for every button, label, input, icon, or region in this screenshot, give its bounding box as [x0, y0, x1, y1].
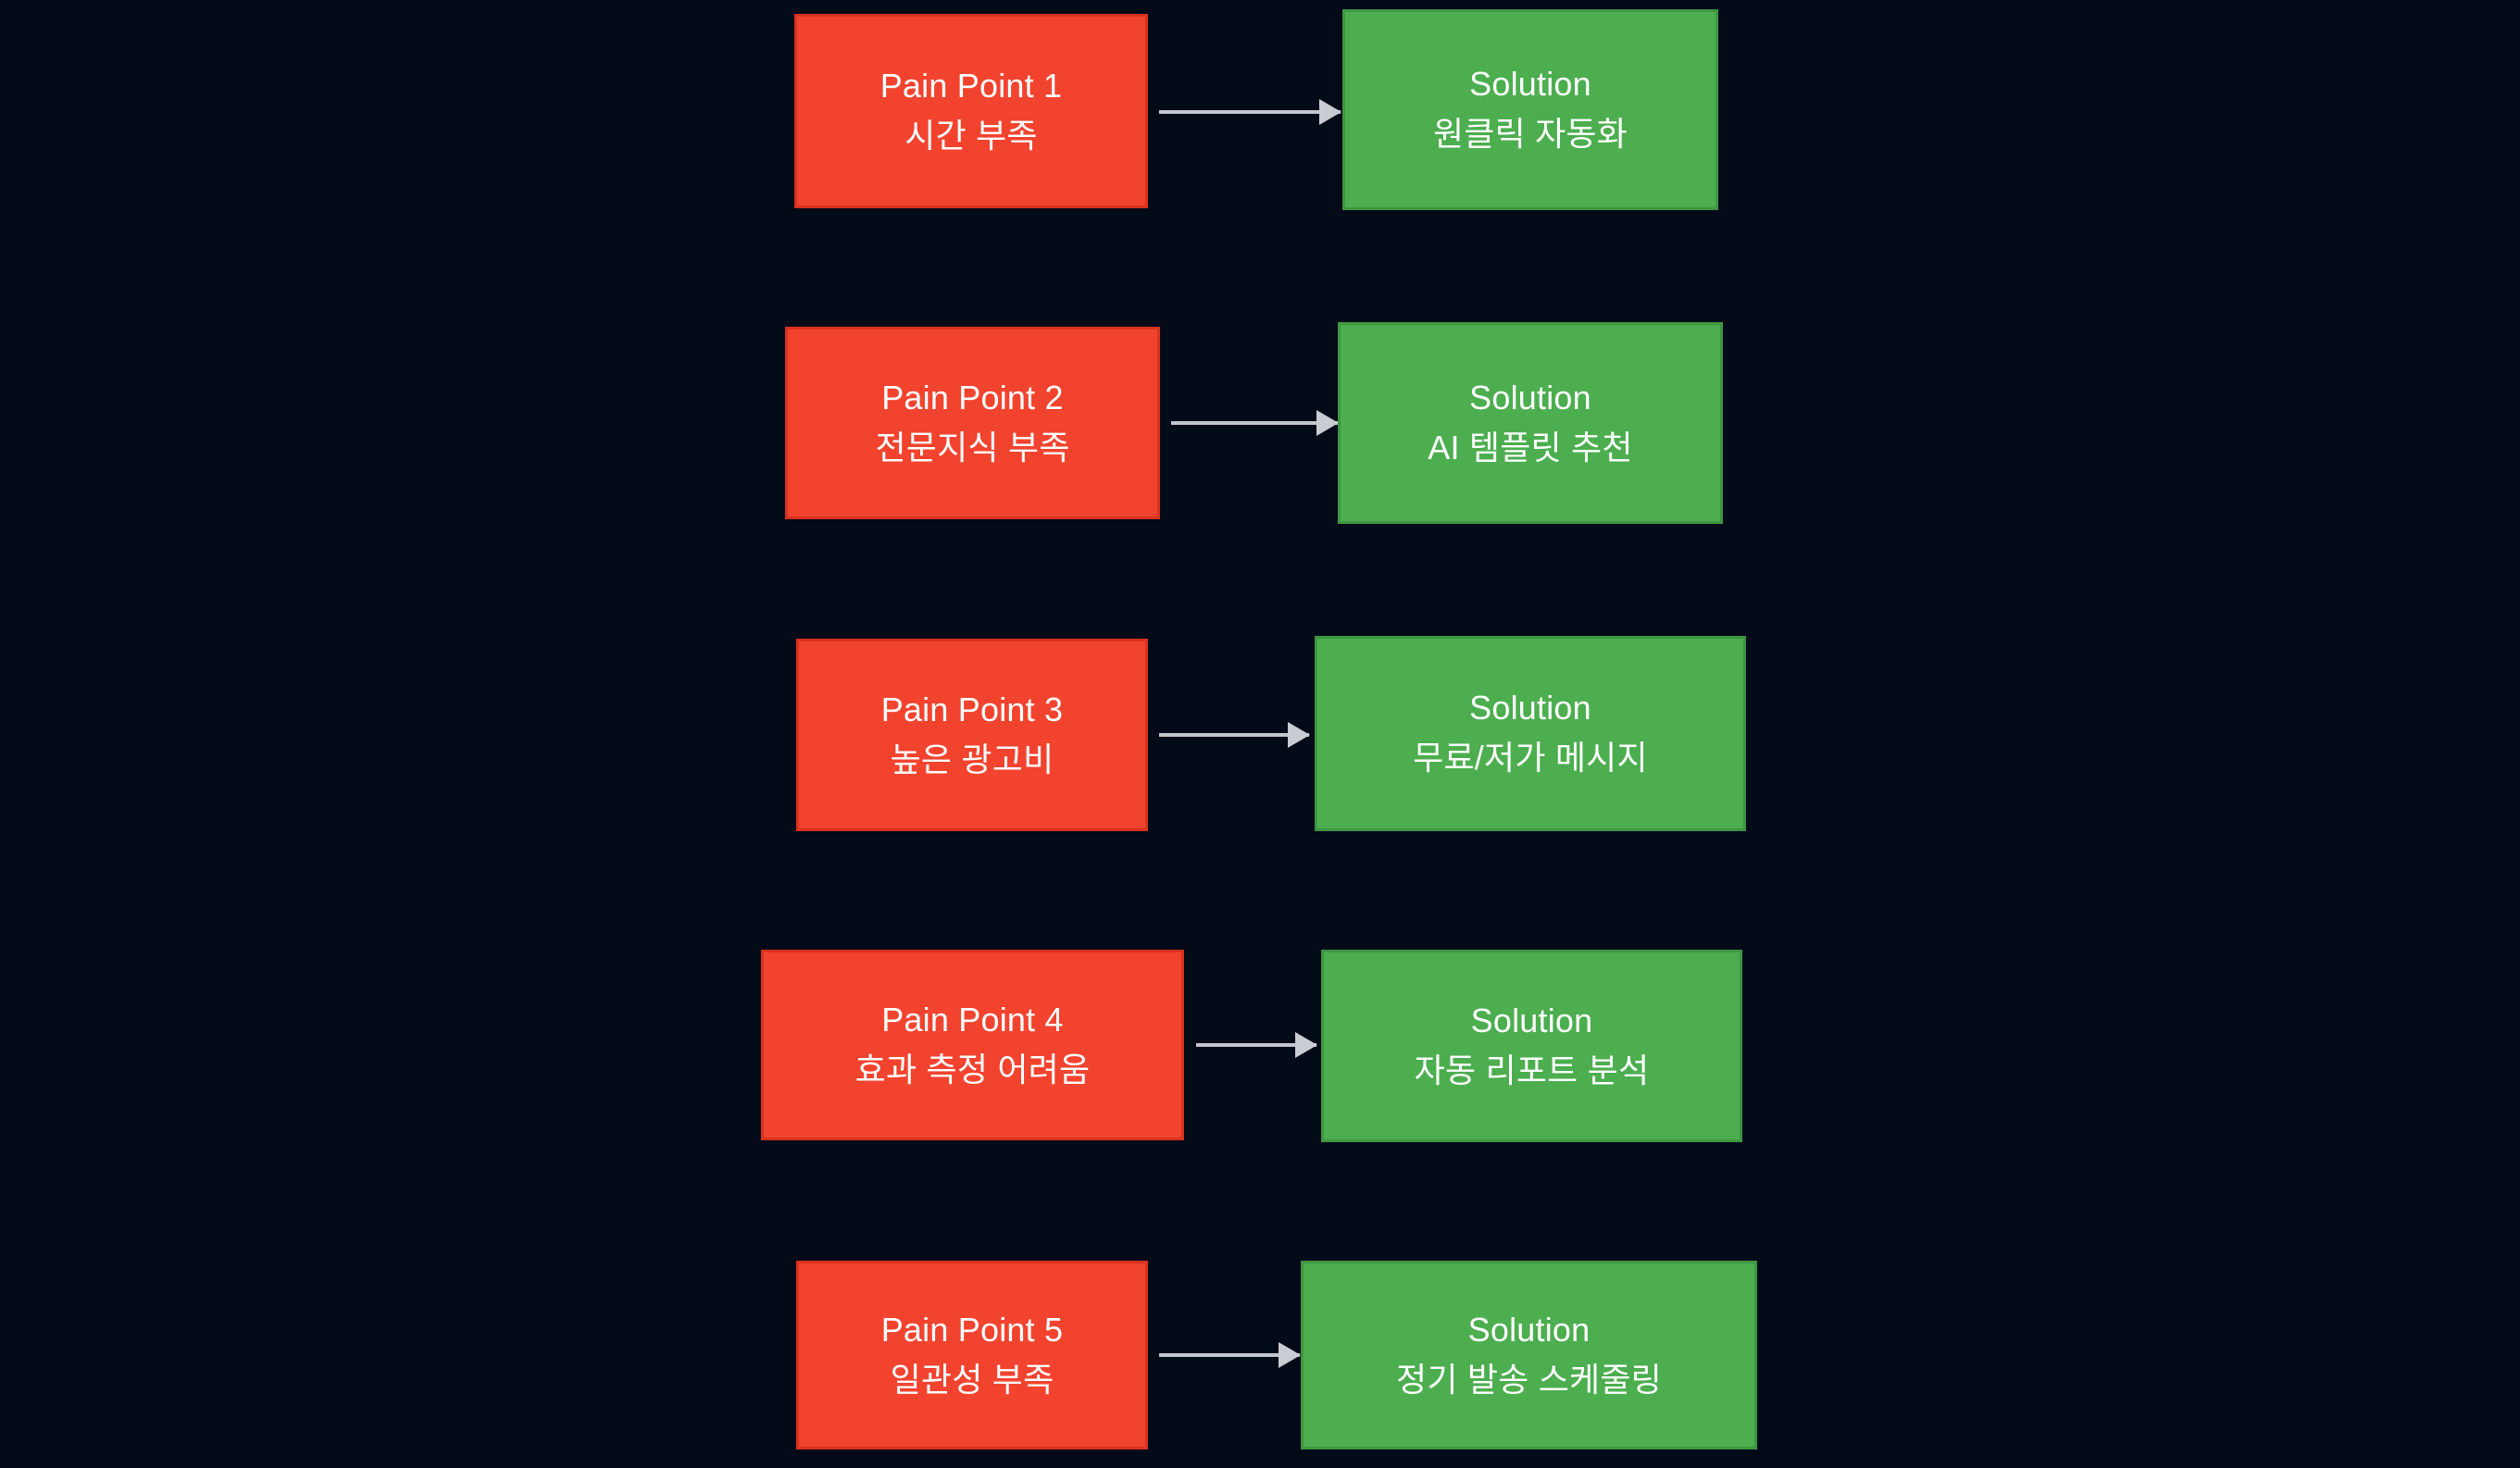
- flow-arrow-2: [1171, 410, 1339, 436]
- solution-subtitle: 정기 발송 스케줄링: [1396, 1360, 1662, 1399]
- solution-title: Solution: [1469, 689, 1591, 728]
- solution-node-3[interactable]: Solution 무료/저가 메시지: [1315, 636, 1746, 831]
- arrow-head-icon: [1279, 1342, 1301, 1368]
- arrow-shaft: [1159, 733, 1309, 737]
- pain-point-title: Pain Point 5: [880, 1310, 1064, 1349]
- pain-point-node-1[interactable]: Pain Point 1 시간 부족: [794, 14, 1148, 208]
- flow-arrow-4: [1196, 1032, 1317, 1058]
- arrow-head-icon: [1319, 99, 1341, 125]
- pain-point-title: Pain Point 2: [881, 378, 1064, 417]
- solution-title: Solution: [1467, 1310, 1591, 1349]
- solution-node-1[interactable]: Solution 원클릭 자동화: [1342, 9, 1718, 210]
- solution-subtitle: 자동 리포트 분석: [1414, 1051, 1650, 1089]
- arrow-head-icon: [1295, 1032, 1317, 1058]
- pain-point-title: Pain Point 4: [881, 1000, 1064, 1039]
- arrow-shaft: [1196, 1043, 1316, 1047]
- flow-arrow-1: [1159, 99, 1341, 125]
- arrow-head-icon: [1316, 410, 1339, 436]
- solution-title: Solution: [1469, 378, 1591, 417]
- solution-node-4[interactable]: Solution 자동 리포트 분석: [1321, 950, 1742, 1142]
- arrow-shaft: [1159, 1353, 1300, 1357]
- flow-arrow-5: [1159, 1342, 1301, 1368]
- solution-title: Solution: [1469, 65, 1591, 104]
- pain-point-subtitle: 전문지식 부족: [875, 428, 1070, 467]
- solution-node-5[interactable]: Solution 정기 발송 스케줄링: [1301, 1261, 1757, 1449]
- pain-point-subtitle: 일관성 부족: [890, 1360, 1054, 1399]
- pain-point-subtitle: 효과 측정 어려움: [855, 1050, 1091, 1089]
- flow-arrow-3: [1159, 722, 1310, 748]
- pain-point-subtitle: 시간 부족: [904, 116, 1038, 155]
- arrow-head-icon: [1288, 722, 1310, 748]
- arrow-shaft: [1159, 110, 1341, 114]
- pain-point-node-4[interactable]: Pain Point 4 효과 측정 어려움: [761, 950, 1184, 1140]
- solution-subtitle: 원클릭 자동화: [1432, 115, 1628, 153]
- pain-point-subtitle: 높은 광고비: [890, 740, 1054, 778]
- solution-subtitle: 무료/저가 메시지: [1413, 739, 1648, 777]
- pain-point-title: Pain Point 1: [880, 66, 1063, 105]
- pain-point-node-2[interactable]: Pain Point 2 전문지식 부족: [785, 327, 1160, 519]
- solution-title: Solution: [1470, 1001, 1593, 1039]
- solution-subtitle: AI 템플릿 추천: [1428, 428, 1633, 467]
- pain-point-node-3[interactable]: Pain Point 3 높은 광고비: [796, 639, 1148, 831]
- pain-point-node-5[interactable]: Pain Point 5 일관성 부족: [796, 1261, 1148, 1449]
- solution-node-2[interactable]: Solution AI 템플릿 추천: [1338, 322, 1723, 524]
- arrow-shaft: [1171, 421, 1338, 425]
- pain-point-title: Pain Point 3: [880, 690, 1064, 728]
